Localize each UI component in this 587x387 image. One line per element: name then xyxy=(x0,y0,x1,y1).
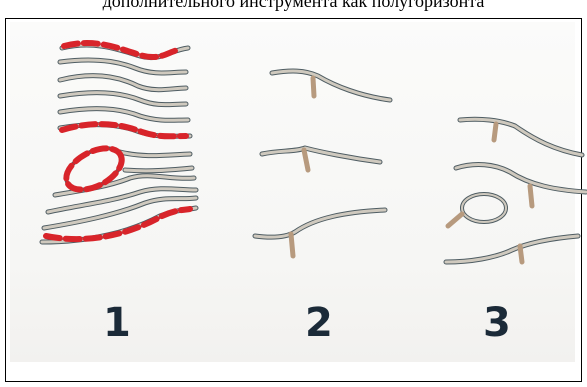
panel-number-2: 2 xyxy=(305,300,333,346)
panel-3-sketch xyxy=(446,119,586,262)
panel-2-sketch xyxy=(255,71,390,256)
panel-number-3: 3 xyxy=(483,300,511,346)
panel-number-1: 1 xyxy=(103,300,131,346)
panel-1-sketch xyxy=(42,43,196,242)
